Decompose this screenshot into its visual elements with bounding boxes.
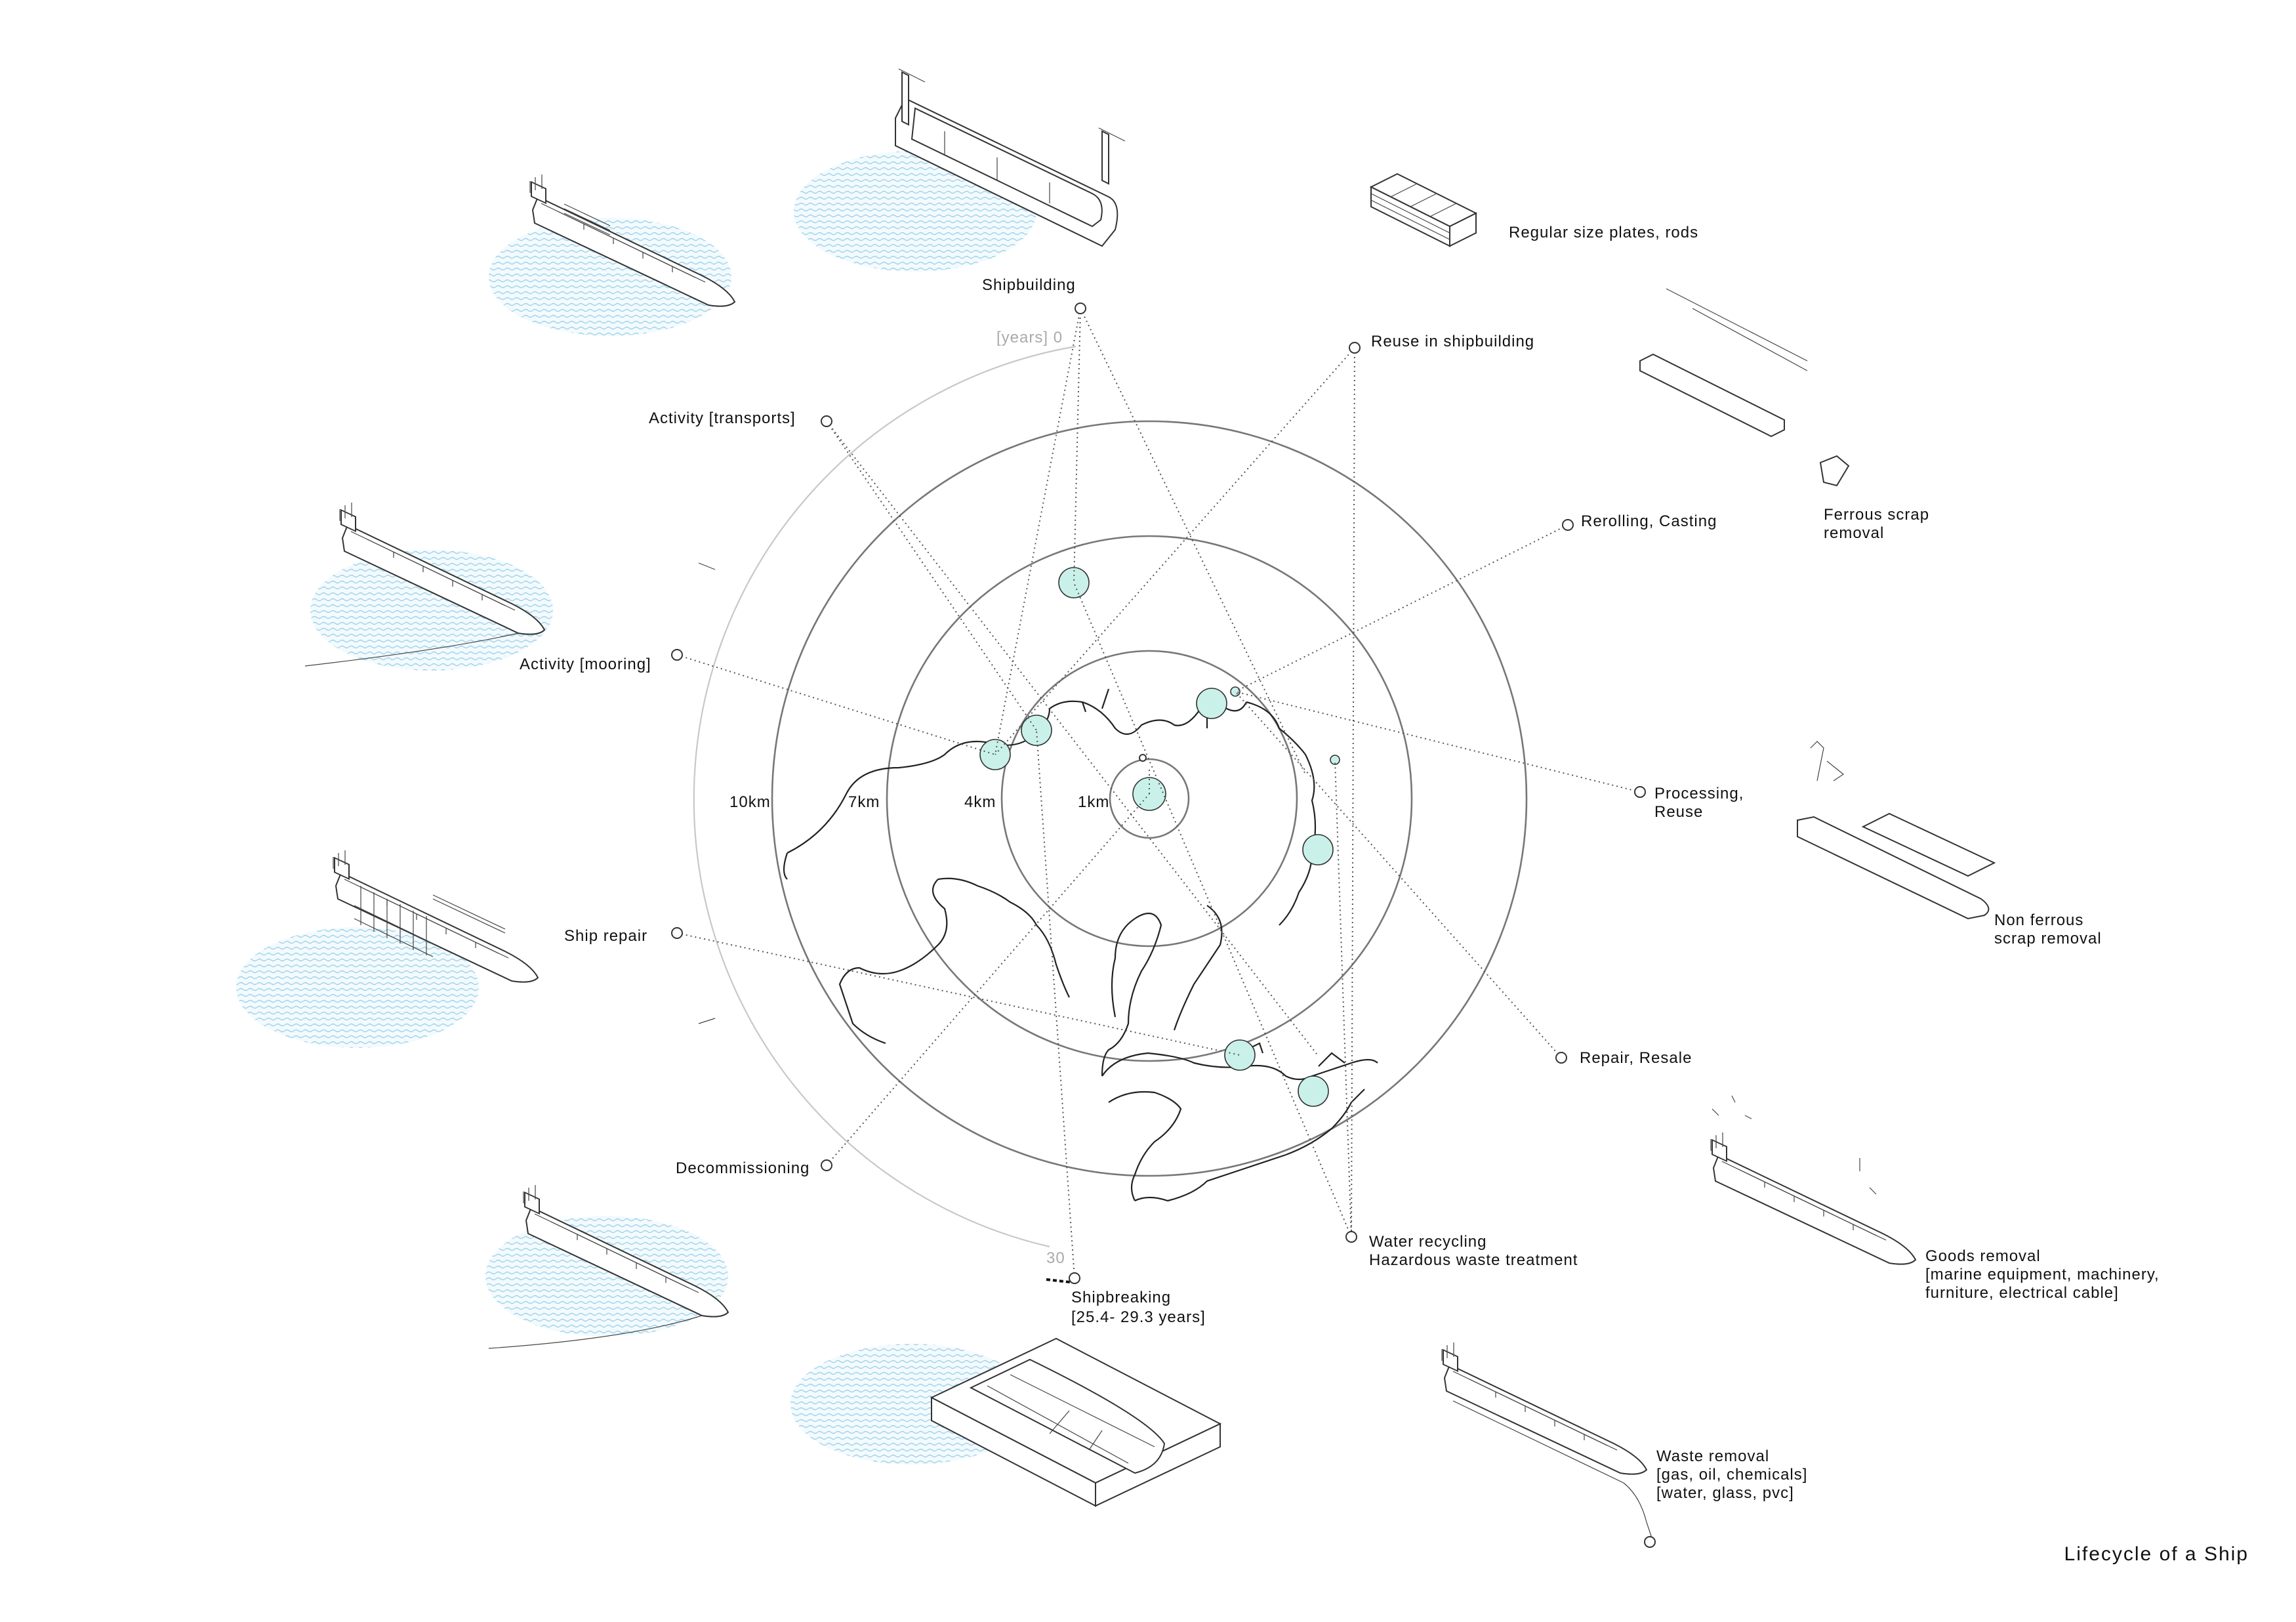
distance-rings [771, 420, 1528, 1177]
shipbreaking-platform-illustration [930, 1337, 1222, 1507]
node-shipbreaking [1069, 1272, 1080, 1284]
time-arc [693, 345, 1076, 1248]
ring-label-7km: 7km [848, 793, 880, 811]
destination-label-repair-resale: Repair, Resale [1580, 1049, 1692, 1067]
stage-label-shipbuilding: Shipbuilding [982, 276, 1076, 294]
destination-label-processing: Processing, [1654, 785, 1744, 802]
water-area [489, 218, 731, 336]
ring-4km [1000, 650, 1298, 947]
node-activity-mooring [671, 649, 683, 661]
non-ferrous-scrap-illustration [1797, 741, 1996, 920]
node-activity-transports [821, 415, 832, 427]
material-label-goods-removal: Goods removal [1925, 1247, 2041, 1265]
site-marker [1330, 755, 1340, 765]
node-reuse-in-shipbuilding [1349, 342, 1361, 354]
node-processing-reuse [1634, 786, 1646, 798]
ring-7km [886, 535, 1413, 1062]
water-area [236, 927, 479, 1048]
site-marker [1196, 688, 1227, 719]
decommissioned-ship-illustration [488, 1184, 729, 1349]
stage-labels: Shipbuilding Activity [transports] Activ… [520, 276, 1206, 1326]
destination-label-processing-reuse: Reuse [1654, 803, 1703, 821]
ring-1km [1109, 758, 1190, 839]
plates-illustration [1369, 173, 1478, 247]
stage-label-ship-repair: Ship repair [564, 927, 647, 945]
material-label-ferrous-scrap-removal: removal [1824, 524, 1884, 542]
ring-labels: 1km 4km 7km 10km [729, 793, 1109, 811]
site-marker [1021, 715, 1052, 746]
node-decommissioning [821, 1159, 832, 1171]
waste-removal-ship-illustration [1441, 1342, 1656, 1548]
node-water-recycling [1345, 1231, 1357, 1243]
material-label-non-ferrous-removal: scrap removal [1994, 930, 2102, 947]
ring-10km [771, 420, 1528, 1177]
node-center [1139, 754, 1147, 762]
stage-label-activity-transports: Activity [transports] [649, 409, 796, 427]
site-marker [1302, 834, 1334, 865]
destination-labels: Reuse in shipbuilding Rerolling, Casting… [1369, 333, 1744, 1269]
material-label-waste-removal-detail-2: [water, glass, pvc] [1656, 1484, 1794, 1502]
material-label-waste-removal: Waste removal [1656, 1447, 1769, 1465]
destination-label-reuse-in-shipbuilding: Reuse in shipbuilding [1371, 333, 1534, 350]
site-marker [1224, 1039, 1256, 1071]
transport-ship-illustration [529, 174, 735, 307]
shipbuilding-dock-illustration [895, 68, 1126, 247]
water-area [310, 550, 553, 671]
ring-label-4km: 4km [964, 793, 996, 811]
material-label-ferrous-scrap: Ferrous scrap [1824, 506, 1929, 524]
node-repair-resale [1555, 1052, 1567, 1064]
sites [979, 567, 1340, 1107]
material-label-goods-removal-detail-2: furniture, electrical cable] [1925, 1284, 2119, 1302]
destination-label-rerolling-casting: Rerolling, Casting [1581, 512, 1717, 530]
ring-label-1km: 1km [1078, 793, 1109, 811]
material-label-goods-removal-detail-1: [marine equipment, machinery, [1925, 1266, 2160, 1283]
stage-label-decommissioning: Decommissioning [676, 1159, 810, 1177]
stage-label-activity-mooring: Activity [mooring] [520, 655, 651, 673]
time-start-label: [years] 0 [996, 329, 1063, 346]
material-labels: Regular size plates, rods Ferrous scrap … [1509, 224, 2160, 1502]
node-ship-repair [671, 927, 683, 939]
mooring-ship-illustration [304, 502, 545, 667]
material-label-non-ferrous: Non ferrous [1994, 911, 2083, 929]
stage-label-shipbreaking: Shipbreaking [1071, 1289, 1171, 1306]
repair-ship-illustration [333, 850, 539, 983]
ring-label-10km: 10km [729, 793, 771, 811]
node-rerolling-casting [1562, 519, 1574, 531]
site-marker [1298, 1075, 1329, 1107]
destination-label-water-recycling: Water recycling [1369, 1233, 1486, 1251]
material-label-plates-rods: Regular size plates, rods [1509, 224, 1698, 241]
stage-label-shipbreaking-years: [25.4- 29.3 years] [1071, 1308, 1206, 1326]
destination-label-hazardous-waste: Hazardous waste treatment [1369, 1251, 1578, 1269]
ferrous-scrap-illustration [1639, 288, 1850, 487]
diagram-title: Lifecycle of a Ship [2064, 1543, 2249, 1565]
stage-nodes [671, 302, 1646, 1284]
node-shipbuilding [1075, 302, 1086, 314]
connection-lines [676, 308, 1641, 1279]
ship-illustrations [304, 68, 1996, 1548]
material-label-waste-removal-detail-1: [gas, oil, chemicals] [1656, 1466, 1807, 1484]
goods-removal-ship-illustration [1710, 1095, 1916, 1265]
coastline [783, 688, 1378, 1202]
time-end-label: 30 [1046, 1249, 1065, 1267]
water-area [485, 1216, 728, 1337]
site-marker [1058, 567, 1090, 598]
